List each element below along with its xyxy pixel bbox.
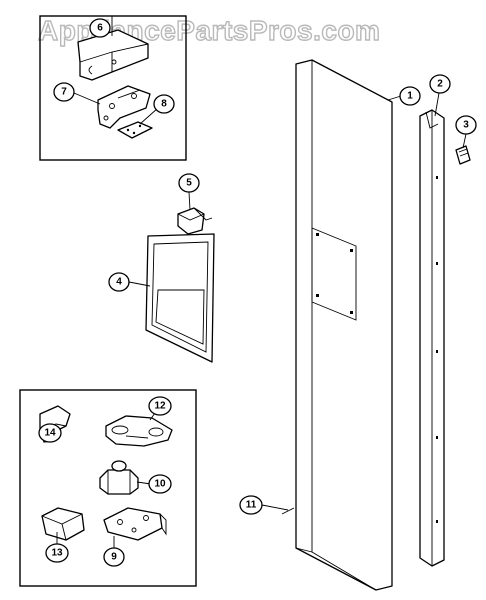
svg-text:12: 12 <box>154 401 166 412</box>
svg-text:9: 9 <box>111 552 117 563</box>
top-left-parts-box <box>39 15 187 161</box>
part-8-shim[interactable] <box>117 121 153 139</box>
part-13-bottom-cover[interactable] <box>41 507 85 541</box>
svg-text:7: 7 <box>61 87 67 98</box>
leader-5 <box>188 191 191 211</box>
leader-8 <box>139 107 159 125</box>
leader-11 <box>261 504 289 511</box>
bottom-left-parts-box <box>19 389 197 587</box>
svg-text:13: 13 <box>51 548 63 559</box>
svg-text:3: 3 <box>463 120 469 131</box>
callout-2: 2 <box>429 74 451 94</box>
svg-text:2: 2 <box>437 79 443 90</box>
svg-text:1: 1 <box>407 91 413 102</box>
leader-4 <box>128 281 151 287</box>
svg-text:11: 11 <box>246 500 257 511</box>
part-1-door-panel[interactable] <box>281 59 393 591</box>
svg-text:14: 14 <box>44 428 56 439</box>
callout-9: 9 <box>103 547 125 567</box>
part-3-end-cap[interactable] <box>455 145 471 165</box>
callout-1: 1 <box>399 86 421 106</box>
leader-3 <box>462 133 467 149</box>
callout-4: 4 <box>108 272 130 292</box>
part-6-hinge-cover[interactable] <box>77 29 149 81</box>
part-7-hinge-plate[interactable] <box>97 85 151 129</box>
callout-6: 6 <box>89 18 111 38</box>
callout-13: 13 <box>45 543 69 563</box>
svg-text:6: 6 <box>97 23 103 34</box>
callout-3: 3 <box>455 115 477 135</box>
callout-10: 10 <box>148 474 172 494</box>
part-9-bottom-hinge-plate[interactable] <box>103 507 167 541</box>
part-4-dispenser-trim[interactable] <box>145 233 215 363</box>
svg-text:4: 4 <box>116 277 122 288</box>
callout-11: 11 <box>239 495 263 515</box>
callout-8: 8 <box>153 94 175 114</box>
callout-12: 12 <box>148 396 172 416</box>
leader-2 <box>434 92 440 117</box>
part-12-hinge-arm[interactable] <box>105 415 173 447</box>
leader-1 <box>387 95 402 101</box>
svg-text:10: 10 <box>154 479 166 490</box>
part-10-hinge-pin[interactable] <box>99 460 139 495</box>
svg-text:8: 8 <box>161 99 167 110</box>
part-5-insert[interactable] <box>177 207 213 235</box>
leader-7 <box>73 92 101 105</box>
callout-14: 14 <box>38 423 62 443</box>
callout-5: 5 <box>178 173 200 193</box>
part-2-handle-trim[interactable] <box>419 109 445 567</box>
callout-7: 7 <box>53 82 75 102</box>
svg-text:5: 5 <box>186 178 192 189</box>
